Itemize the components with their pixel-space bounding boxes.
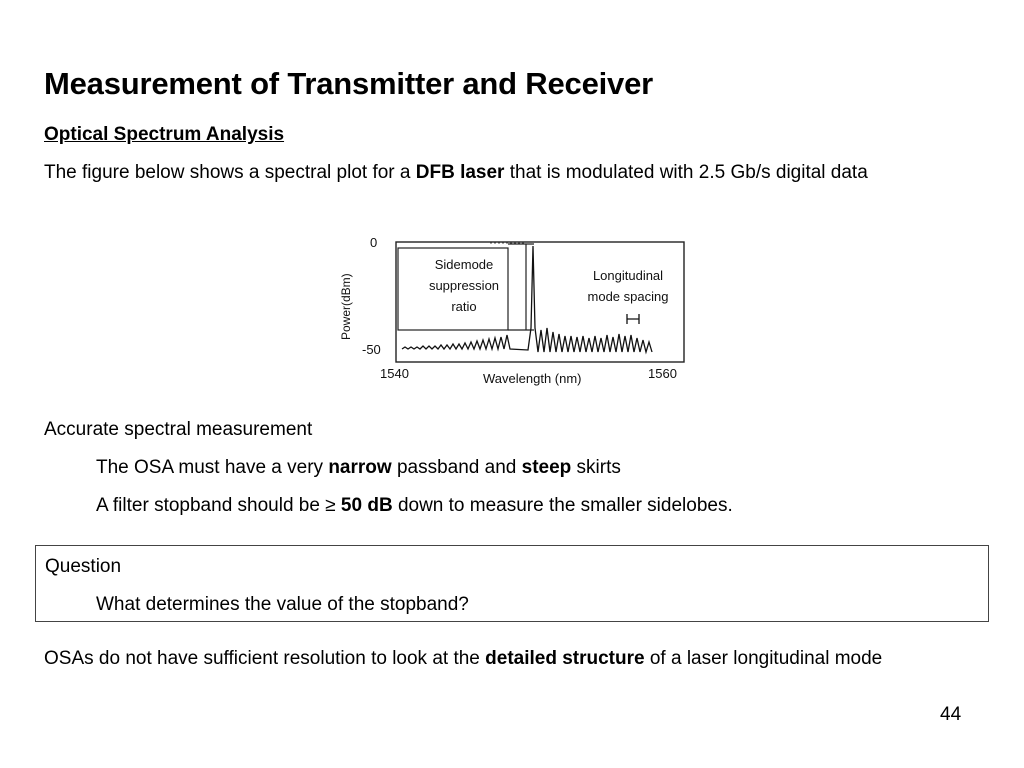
x-right-label: 1560 (648, 366, 677, 381)
suppression-annotation-box (397, 247, 509, 331)
osa-res-text-1: OSAs do not have sufficient resolution t… (44, 648, 486, 669)
y-top-label: 0 (370, 235, 377, 250)
question-box: Question What determines the value of th… (35, 545, 989, 622)
filter-text-2: down to measure the smaller sidelobes. (392, 495, 733, 516)
mode-spacing-marker (626, 314, 640, 324)
annotation-suppression: suppression (429, 278, 499, 293)
osa-resolution-paragraph: OSAs do not have sufficient resolution t… (44, 645, 978, 672)
x-axis-label: Wavelength (nm) (483, 371, 582, 386)
filter-stopband-line: A filter stopband should be ≥ 50 dB down… (96, 492, 733, 519)
osa-res-bold: detailed structure (485, 648, 645, 669)
spectral-plot-svg: 0 -50 1540 1560 Wavelength (nm) Power(dB… (339, 235, 685, 386)
accurate-heading: Accurate spectral measurement (44, 419, 313, 440)
osa-text-3: skirts (571, 457, 621, 478)
annotation-mode-spacing: mode spacing (588, 289, 669, 304)
suppression-bracket (508, 243, 534, 331)
question-label: Question (45, 556, 122, 577)
question-text: What determines the value of the stopban… (96, 594, 469, 615)
y-axis-label: Power(dBm) (339, 273, 353, 340)
annotation-ratio: ratio (451, 299, 476, 314)
plot-frame (395, 241, 685, 363)
intro-paragraph: The figure below shows a spectral plot f… (44, 159, 978, 186)
y-bottom-label: -50 (362, 342, 381, 357)
slide-title: Measurement of Transmitter and Receiver (44, 66, 653, 101)
intro-text-2: that is modulated with 2.5 Gb/s digital … (504, 162, 868, 183)
osa-res-text-2: of a laser longitudinal mode (644, 648, 883, 669)
intro-text-1: The figure below shows a spectral plot f… (44, 162, 416, 183)
page-number: 44 (940, 704, 962, 725)
section-subtitle: Optical Spectrum Analysis (44, 124, 285, 145)
spectrum-trace (401, 245, 653, 355)
osa-text-1: The OSA must have a very (96, 457, 329, 478)
osa-bold-steep: steep (521, 457, 572, 478)
osa-requirement-line: The OSA must have a very narrow passband… (96, 454, 621, 481)
osa-text-2: passband and (391, 457, 522, 478)
osa-bold-narrow: narrow (328, 457, 392, 478)
filter-text-1: A filter stopband should be ≥ (96, 495, 341, 516)
spectral-plot-figure: 0 -50 1540 1560 Wavelength (nm) Power(dB… (330, 228, 695, 393)
annotation-sidemode: Sidemode (435, 257, 494, 272)
annotation-longitudinal: Longitudinal (593, 268, 663, 283)
intro-bold-dfb: DFB laser (415, 162, 505, 183)
filter-bold-50db: 50 dB (340, 495, 393, 516)
x-left-label: 1540 (380, 366, 409, 381)
